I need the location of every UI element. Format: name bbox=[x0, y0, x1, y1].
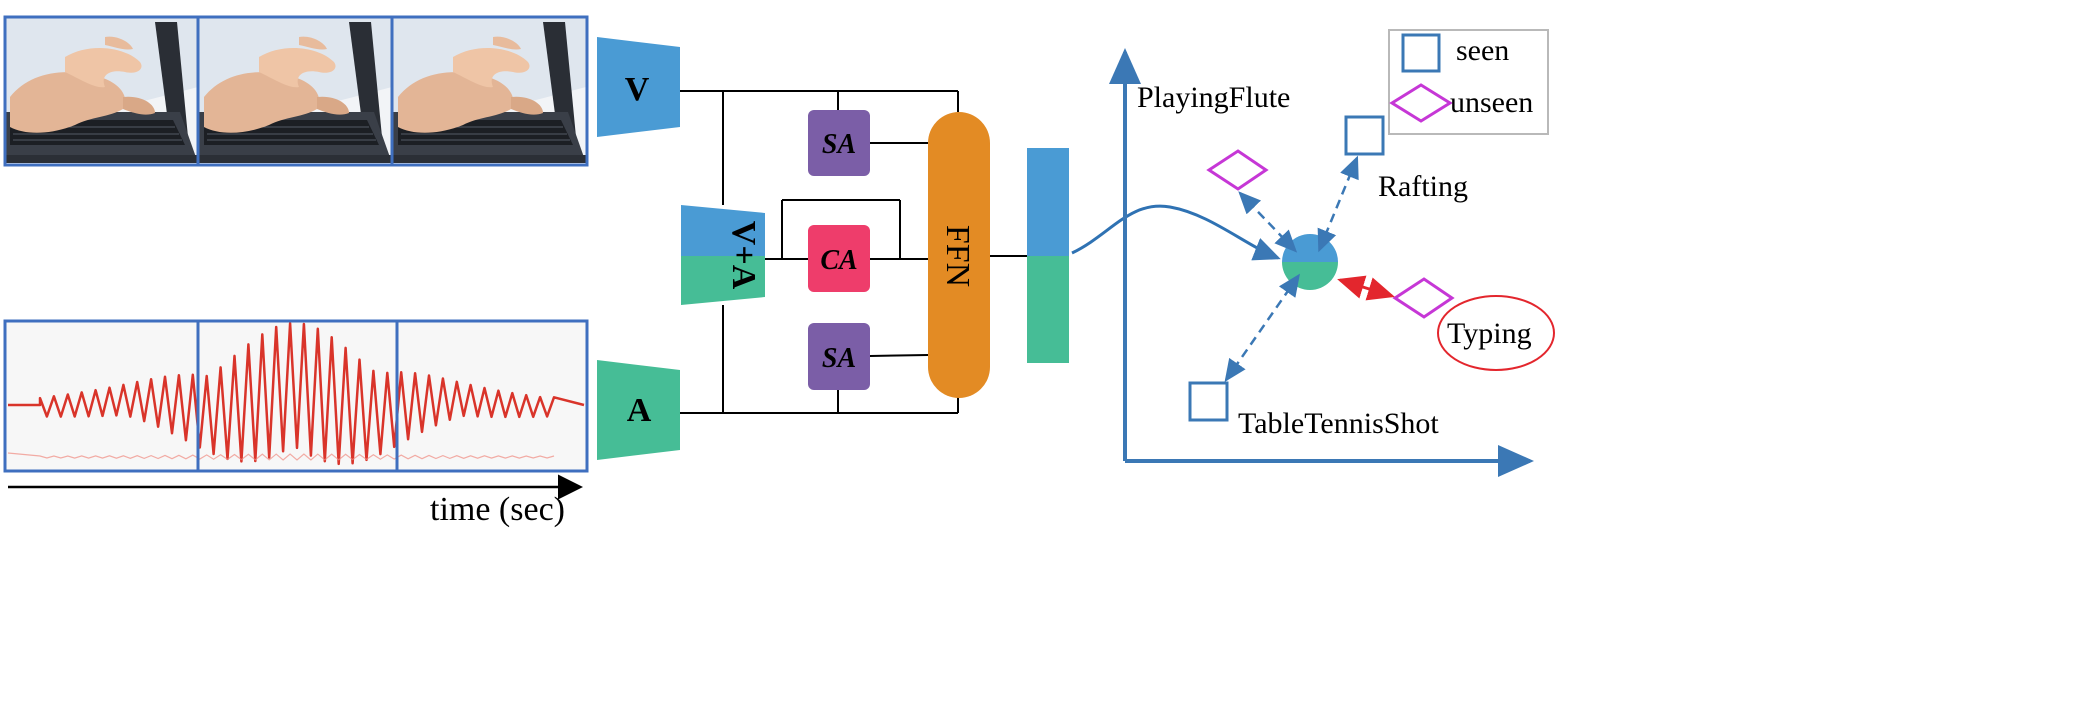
joint-encoder: V+A bbox=[681, 205, 765, 305]
video-frame-2 bbox=[198, 16, 393, 164]
video-encoder: V bbox=[597, 37, 680, 137]
seen-marker-table-tennis bbox=[1188, 381, 1229, 422]
joint-encoder-label: V+A bbox=[725, 221, 762, 290]
query-embedding bbox=[1282, 234, 1338, 290]
embedding-axes bbox=[1109, 48, 1534, 477]
sa-top-label: SA bbox=[822, 129, 856, 160]
time-axis-label: time (sec) bbox=[430, 491, 565, 528]
unseen-marker-typing bbox=[1392, 277, 1455, 319]
video-frame-3 bbox=[392, 16, 587, 164]
audio-encoder-label: A bbox=[627, 392, 652, 429]
projection-curve bbox=[1071, 204, 1281, 261]
sa-bottom-label: SA bbox=[822, 343, 856, 374]
legend-seen-label: seen bbox=[1456, 34, 1509, 67]
time-axis: time (sec) bbox=[8, 474, 583, 528]
audio-waveform bbox=[3, 319, 589, 473]
match-arrow bbox=[1337, 275, 1395, 301]
class-table-tennis: TableTennisShot bbox=[1238, 407, 1439, 440]
legend-unseen-label: unseen bbox=[1450, 86, 1533, 119]
ffn-label: FFN bbox=[939, 225, 976, 287]
ca-block: CA bbox=[808, 225, 870, 292]
video-frame-1 bbox=[4, 16, 199, 164]
connections bbox=[680, 90, 1027, 414]
legend-unseen-marker bbox=[1389, 83, 1453, 123]
video-frames bbox=[3, 15, 589, 167]
output-embedding bbox=[1027, 148, 1069, 363]
ffn-block: FFN bbox=[928, 112, 990, 398]
seen-marker-rafting bbox=[1344, 115, 1385, 156]
ca-label: CA bbox=[820, 245, 857, 276]
similarity-arrows bbox=[1224, 155, 1359, 383]
class-typing: Typing bbox=[1447, 317, 1532, 350]
video-encoder-label: V bbox=[625, 71, 650, 108]
sa-block-bottom: SA bbox=[808, 323, 870, 390]
class-rafting: Rafting bbox=[1378, 170, 1468, 203]
audio-encoder: A bbox=[597, 360, 680, 460]
legend-seen-marker bbox=[1401, 33, 1441, 73]
legend: seen unseen bbox=[1388, 29, 1549, 135]
typing-highlight bbox=[1437, 295, 1555, 371]
sa-block-top: SA bbox=[808, 110, 870, 176]
unseen-marker-playing-flute bbox=[1206, 149, 1269, 191]
class-playing-flute: PlayingFlute bbox=[1137, 81, 1290, 114]
